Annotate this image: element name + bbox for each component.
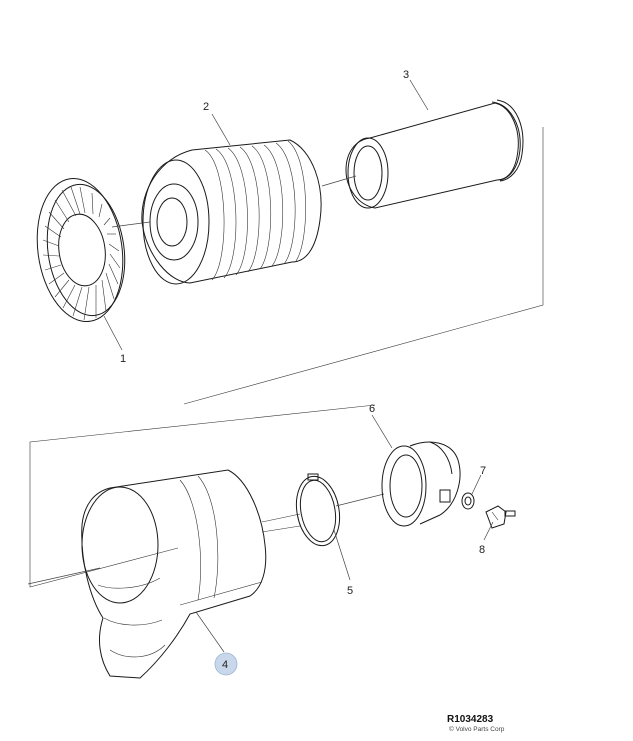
part-4-air-filter-housing[interactable] xyxy=(27,469,301,679)
callout-4-highlight[interactable] xyxy=(214,652,238,676)
callout-2[interactable]: 2 xyxy=(203,101,209,113)
part-6-outlet-elbow[interactable] xyxy=(381,441,461,527)
part-8-sensor[interactable] xyxy=(485,505,516,529)
callout-7[interactable]: 7 xyxy=(480,465,486,477)
callout-4[interactable]: 4 xyxy=(222,659,228,671)
copyright-notice: © Volvo Parts Corp xyxy=(449,725,505,733)
callout-1[interactable]: 1 xyxy=(120,353,126,365)
callout-6[interactable]: 6 xyxy=(369,403,375,415)
part-5-clamp-ring[interactable] xyxy=(291,473,385,549)
part-7-seal-washer[interactable] xyxy=(461,492,475,510)
callout-3[interactable]: 3 xyxy=(403,69,409,81)
upper-frame-lines xyxy=(183,127,544,405)
part-3-safety-filter[interactable] xyxy=(321,99,524,209)
callout-leaders xyxy=(103,79,494,653)
reference-code: R1034283 xyxy=(447,714,494,725)
callout-8[interactable]: 8 xyxy=(479,544,485,556)
part-2-primary-filter[interactable] xyxy=(111,139,322,285)
part-1-grille-cover[interactable] xyxy=(28,173,132,327)
callout-labels: 1 2 3 4 5 6 7 8 xyxy=(120,69,486,676)
lower-frame-lines xyxy=(29,404,376,588)
callout-5[interactable]: 5 xyxy=(347,585,353,597)
footer: R1034283 © Volvo Parts Corp xyxy=(447,714,505,733)
